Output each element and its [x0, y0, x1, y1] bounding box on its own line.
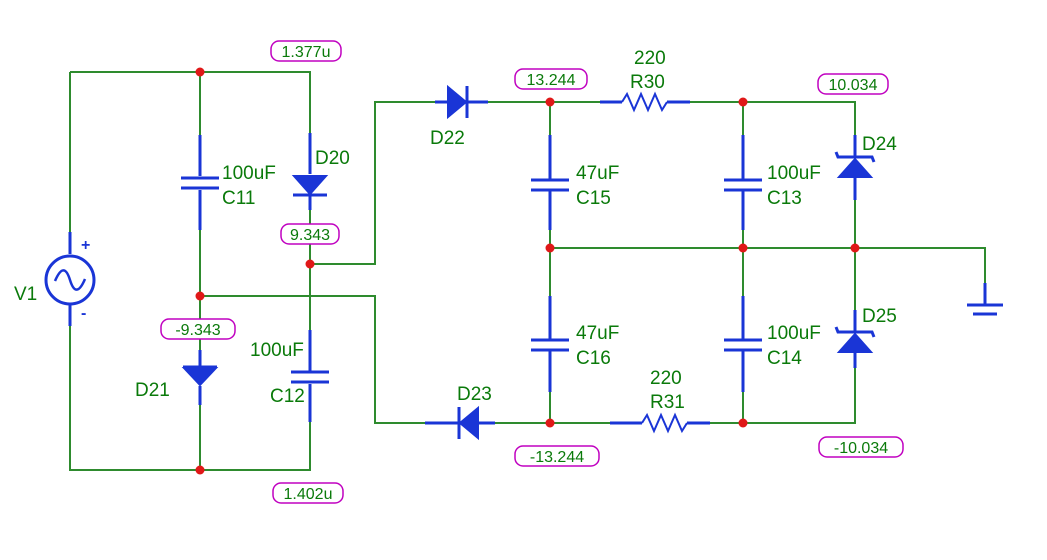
- sine-icon: [53, 269, 87, 291]
- node-dot: [738, 418, 748, 428]
- c12-name: C12: [270, 386, 305, 407]
- r31-value: 220: [650, 368, 682, 389]
- c15-value: 47uF: [576, 163, 619, 184]
- voltage-probe-bottom-left: 1.402u: [272, 482, 344, 504]
- r30-value: 220: [634, 48, 666, 69]
- capacitor-c14: 100uF C14: [724, 296, 821, 392]
- diode-d23: D23: [425, 384, 495, 441]
- voltage-probe-mid-d20: 9.343: [280, 223, 340, 245]
- capacitor-c13: 100uF C13: [724, 135, 821, 230]
- probe-text: -9.343: [175, 322, 220, 339]
- capacitor-c11: 100uF C11: [181, 135, 276, 230]
- c13-name: C13: [767, 188, 802, 209]
- voltage-probe-top-left: 1.377u: [270, 40, 342, 62]
- c16-name: C16: [576, 348, 611, 369]
- resistor-r30: 220 R30: [600, 48, 690, 113]
- voltage-probe-neg-out: -10.034: [818, 436, 904, 458]
- c11-name: C11: [222, 188, 255, 209]
- diode-d21: D21: [135, 350, 219, 405]
- probe-text: -10.034: [834, 440, 888, 457]
- wire: [310, 101, 438, 265]
- node-dots: [195, 67, 860, 475]
- c11-value: 100uF: [222, 163, 276, 184]
- voltage-probe-mid-d21: -9.343: [160, 318, 236, 340]
- wire: [69, 326, 311, 471]
- probe-text: 9.343: [290, 227, 330, 244]
- node-dot: [545, 97, 555, 107]
- diode-d24: D24: [834, 134, 897, 200]
- v1-label: V1: [14, 284, 37, 305]
- capacitor-c16: 47uF C16: [531, 296, 619, 392]
- voltage-probe-pos-rail: 13.244: [514, 68, 588, 90]
- c16-value: 47uF: [576, 323, 619, 344]
- d22-name: D22: [430, 128, 465, 149]
- diode-d20: D20: [291, 133, 350, 210]
- diode-d25: D25: [834, 306, 897, 368]
- capacitor-c12: 100uF C12: [250, 330, 329, 422]
- c15-name: C15: [576, 188, 611, 209]
- voltage-probe-pos-out: 10.034: [817, 73, 889, 95]
- node-dot: [195, 465, 205, 475]
- d24-name: D24: [862, 134, 897, 155]
- capacitor-c15: 47uF C15: [531, 135, 619, 230]
- node-dot: [545, 243, 555, 253]
- r30-name: R30: [630, 72, 665, 93]
- ground-icon: [967, 283, 1003, 316]
- c12-value: 100uF: [250, 340, 304, 361]
- v1-plus-sign: +: [81, 237, 90, 254]
- probe-text: 10.034: [829, 77, 878, 94]
- d25-name: D25: [862, 306, 897, 327]
- resistor-r31: 220 R31: [610, 368, 710, 434]
- node-dot: [305, 259, 315, 269]
- node-dot: [195, 67, 205, 77]
- d20-name: D20: [315, 148, 350, 169]
- wire: [710, 365, 856, 424]
- c14-name: C14: [767, 348, 802, 369]
- wires: [69, 71, 986, 471]
- d21-name: D21: [135, 380, 170, 401]
- node-dot: [850, 243, 860, 253]
- c13-value: 100uF: [767, 163, 821, 184]
- d23-name: D23: [457, 384, 492, 405]
- probe-text: 1.402u: [284, 486, 333, 503]
- diode-d22: D22: [430, 84, 488, 149]
- probe-text: 1.377u: [282, 44, 331, 61]
- voltage-probe-neg-rail: -13.244: [514, 445, 600, 467]
- node-dot: [545, 418, 555, 428]
- v1-ac-source: + - V1: [14, 232, 96, 326]
- wire: [70, 71, 311, 133]
- r31-name: R31: [650, 392, 685, 413]
- wire: [550, 247, 986, 300]
- probe-text: 13.244: [527, 72, 576, 89]
- probe-text: -13.244: [530, 449, 584, 466]
- wire: [200, 295, 425, 424]
- v1-minus-sign: -: [81, 305, 86, 322]
- c14-value: 100uF: [767, 323, 821, 344]
- node-dot: [195, 291, 205, 301]
- wire: [690, 101, 856, 135]
- node-dot: [738, 97, 748, 107]
- node-dot: [738, 243, 748, 253]
